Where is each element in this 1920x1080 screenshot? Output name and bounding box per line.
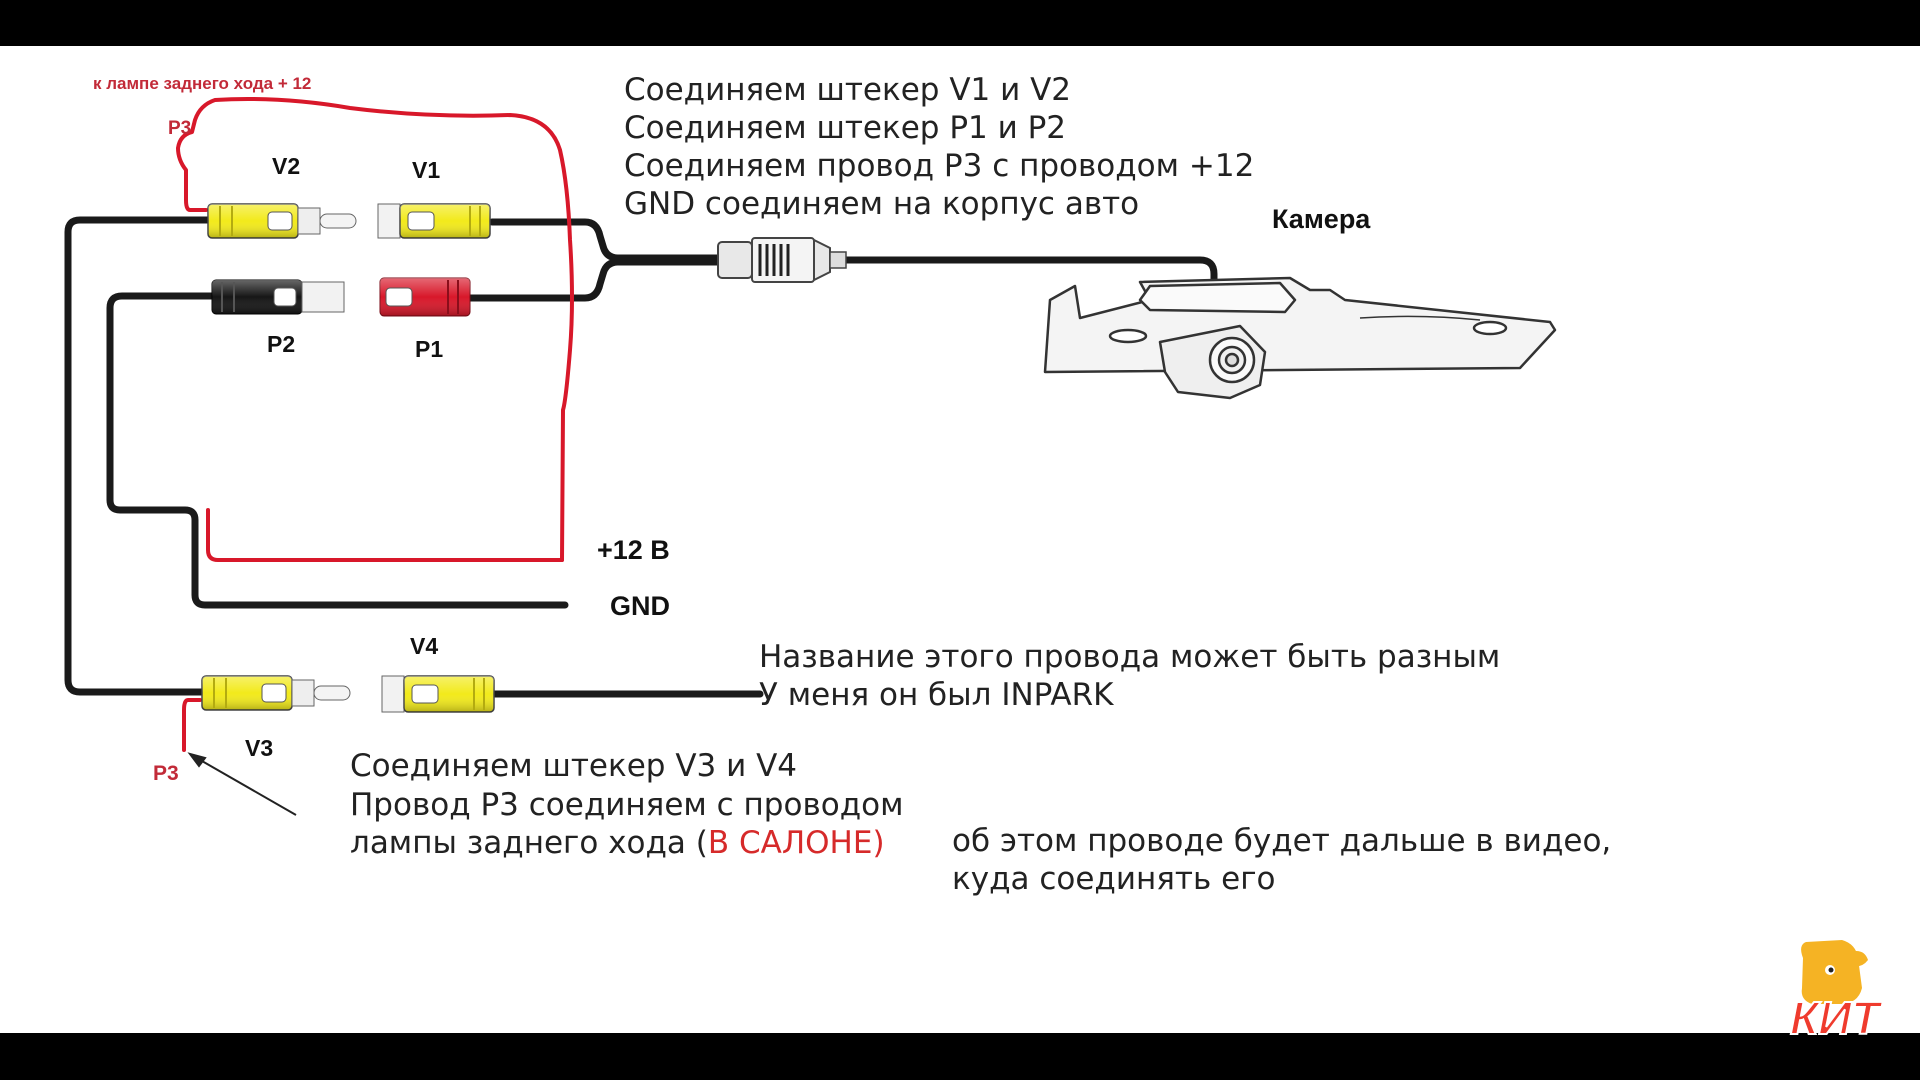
letterbox-top xyxy=(0,0,1920,46)
note-prefix: лампы заднего хода ( xyxy=(350,825,708,861)
wire-v1-junction xyxy=(488,218,724,262)
plug-v2 xyxy=(207,203,357,239)
plug-v3 xyxy=(201,675,351,711)
junction-connector xyxy=(717,237,847,283)
black-wires xyxy=(64,216,1218,698)
red-wire-label: к лампе заднего хода + 12 xyxy=(93,74,311,93)
camera-icon xyxy=(1043,276,1557,400)
gnd-label: GND xyxy=(610,591,670,621)
note-line: GND соединяем на корпус авто xyxy=(624,186,1139,222)
wire-p1-junction xyxy=(466,258,724,302)
note-line: Соединяем провод P3 с проводом +12 xyxy=(624,148,1254,184)
plug-p2 xyxy=(211,279,345,315)
letterbox-bottom xyxy=(0,1033,1920,1080)
kit-logo-text: КИТ xyxy=(1790,992,1883,1044)
wire-p2-gnd xyxy=(106,292,569,609)
plug-label-p2: P2 xyxy=(267,331,295,357)
plug-label-p1: P1 xyxy=(415,336,443,362)
plug-label-v2: V2 xyxy=(272,153,300,179)
note-line: куда соединять его xyxy=(952,861,1275,897)
notes-side: об этом проводе будет дальше в видео, ку… xyxy=(952,823,1611,897)
p3-arrow xyxy=(187,752,297,816)
plug-label-v4: V4 xyxy=(410,633,438,659)
note-line-salon: лампы заднего хода (В САЛОНЕ) xyxy=(350,825,885,861)
kit-logo: КИТ xyxy=(1789,940,1884,1045)
red-wire-plus12-return xyxy=(206,508,564,562)
p3-top-label: P3 xyxy=(168,118,191,139)
note-line: Провод P3 соединяем с проводом xyxy=(350,787,903,823)
plug-label-v1: V1 xyxy=(412,157,440,183)
wire-v2-v3 xyxy=(64,216,214,696)
note-line: Соединяем штекер P1 и P2 xyxy=(624,110,1066,146)
note-line: Соединяем штекер V1 и V2 xyxy=(624,72,1071,108)
wire-junction-camera xyxy=(841,256,1218,289)
notes-inpark: Название этого провода может быть разным… xyxy=(759,639,1500,713)
plug-p1 xyxy=(379,277,471,317)
camera-label: Камера xyxy=(1272,204,1371,234)
p3-bottom-label: P3 xyxy=(153,762,179,785)
plus12-label: +12 В xyxy=(597,535,670,565)
red-wires xyxy=(176,97,574,752)
note-line: У меня он был INPARK xyxy=(759,677,1114,713)
notes-bottom: Соединяем штекер V3 и V4 Провод P3 соеди… xyxy=(350,748,903,861)
plug-v1 xyxy=(377,203,491,239)
note-line: Соединяем штекер V3 и V4 xyxy=(350,748,797,784)
note-highlight: В САЛОНЕ xyxy=(708,825,873,861)
notes-top: Соединяем штекер V1 и V2 Соединяем штеке… xyxy=(624,72,1254,222)
note-suffix: ) xyxy=(872,825,884,861)
note-line: об этом проводе будет дальше в видео, xyxy=(952,823,1611,859)
red-wire-p3-bottom xyxy=(182,698,202,752)
plug-v4 xyxy=(381,675,495,713)
note-line: Название этого провода может быть разным xyxy=(759,639,1500,675)
plug-label-v3: V3 xyxy=(245,735,273,761)
red-wire-p3-plus12 xyxy=(176,97,574,562)
